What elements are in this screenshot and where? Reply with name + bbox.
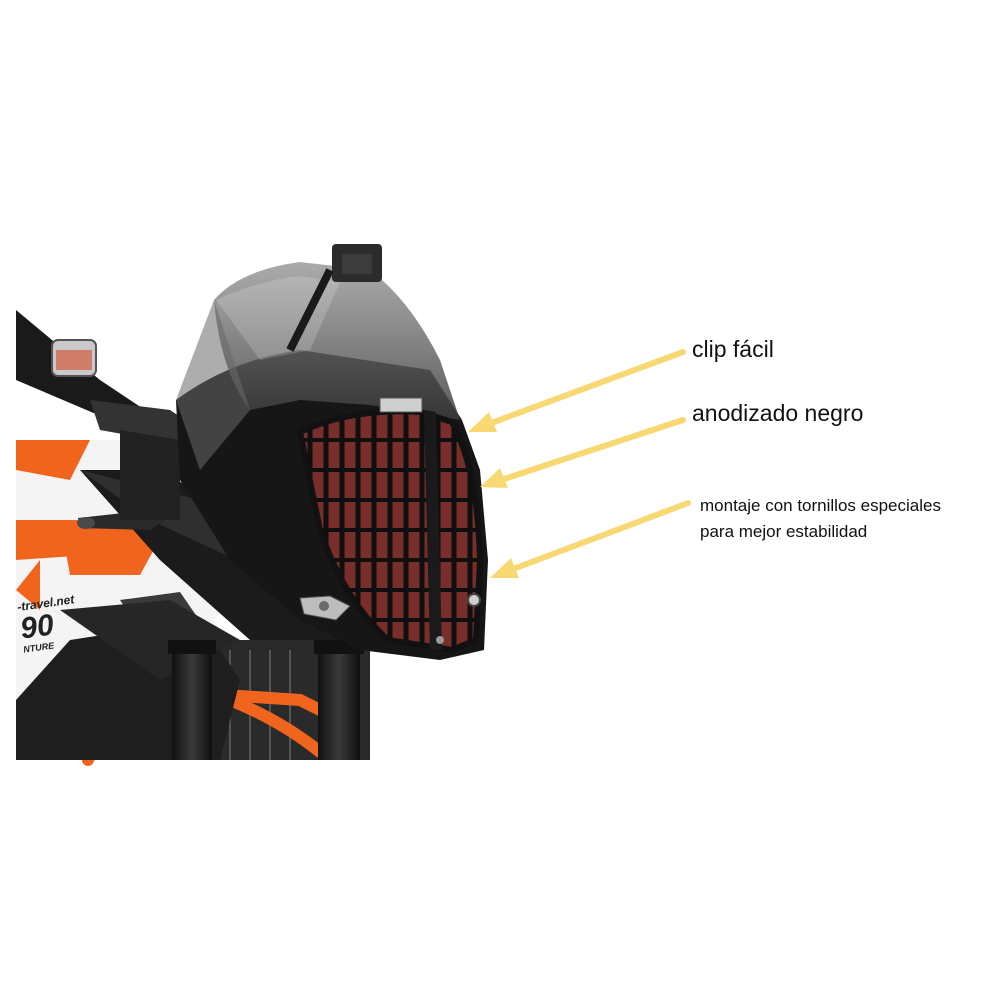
callout-arrows <box>468 349 691 578</box>
front-fork <box>168 640 364 760</box>
fairing-decal: -travel.net 90 NTURE <box>16 592 76 655</box>
arrow-mount <box>490 500 691 578</box>
nav-mount <box>286 244 382 352</box>
callout-mount-line-2: para mejor estabilidad <box>700 522 868 541</box>
windscreen <box>176 262 460 470</box>
arrow-anodized <box>480 417 686 488</box>
handlebar <box>16 310 200 520</box>
decal-line-2: 90 <box>18 608 56 645</box>
mount-bolts <box>299 593 481 644</box>
callout-mount-label: montaje con tornillos especiales para me… <box>700 493 941 545</box>
callout-anodized-label: anodizado negro <box>692 400 864 426</box>
decal-line-3: NTURE <box>23 640 56 654</box>
callout-clip-label: clip fácil <box>692 336 774 362</box>
arrow-clip <box>468 349 686 432</box>
callout-mount-line-1: montaje con tornillos especiales <box>700 496 941 515</box>
